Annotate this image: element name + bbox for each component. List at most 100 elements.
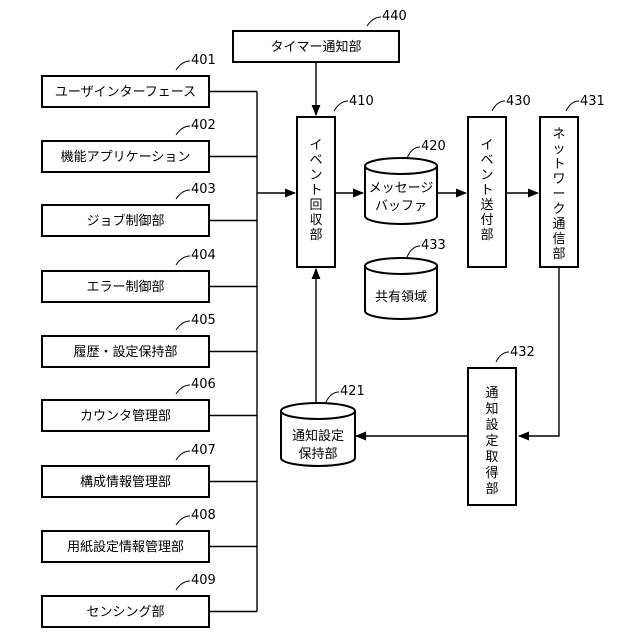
notification-setting-acquisition-unit: 通 知 設 定 取 得 部 432 xyxy=(468,345,535,505)
module-404: エラー制御部 404 xyxy=(42,248,216,302)
ref-number: 403 xyxy=(191,182,216,197)
leader-line xyxy=(176,190,190,199)
store-label-line-2: 保持部 xyxy=(298,447,337,462)
leader-line xyxy=(492,101,505,111)
vertical-label: 部 xyxy=(309,228,322,243)
vertical-label: ベ xyxy=(480,153,493,168)
vertical-label: 設 xyxy=(485,417,498,433)
cylinder-top xyxy=(365,258,437,274)
leader-line xyxy=(407,246,420,257)
store-label-line-1: 通知設定 xyxy=(292,428,344,444)
event-collection-unit: イ ベ ン ト 回 収 部 410 xyxy=(297,94,374,267)
leader-line xyxy=(407,147,420,158)
ref-number: 430 xyxy=(506,94,531,109)
module-403: ジョブ制御部 403 xyxy=(42,182,216,236)
vertical-label: 部 xyxy=(480,228,493,243)
module-label: センシング部 xyxy=(86,605,164,620)
vertical-label: 信 xyxy=(552,232,565,247)
vertical-label: ン xyxy=(309,168,322,183)
vertical-label: 通 xyxy=(552,217,565,232)
event-sending-unit: イ ベ ン ト 送 付 部 430 xyxy=(468,94,531,267)
leader-line xyxy=(176,126,190,135)
vertical-label: 通 xyxy=(485,386,498,401)
ref-number: 410 xyxy=(349,94,374,109)
buffer-label-line-1: メッセージ xyxy=(369,181,434,196)
leader-line xyxy=(496,352,509,362)
leader-line xyxy=(176,321,190,330)
vertical-label: ト xyxy=(309,183,322,198)
vertical-label: 送 xyxy=(480,198,493,213)
leader-line xyxy=(334,101,348,111)
leader-line xyxy=(176,451,190,460)
ref-number: 421 xyxy=(340,384,365,399)
cylinder-top xyxy=(281,403,355,419)
shared-area-label: 共有領域 xyxy=(375,289,427,305)
vertical-label: ン xyxy=(480,168,493,183)
module-label: ジョブ制御部 xyxy=(86,213,164,229)
module-label: 履歴・設定保持部 xyxy=(73,344,177,360)
leader-line xyxy=(176,256,190,265)
leader-line xyxy=(176,516,190,525)
network-communication-unit: ネ ッ ト ワ ー ク 通 信 部 431 xyxy=(540,94,605,267)
ref-number: 409 xyxy=(191,573,216,588)
leader-line xyxy=(326,392,339,402)
ref-number: 404 xyxy=(191,248,216,263)
message-buffer: メッセージ バッファ 420 xyxy=(365,139,446,224)
module-label: エラー制御部 xyxy=(86,280,164,295)
ref-number: 401 xyxy=(191,53,216,68)
ref-number: 406 xyxy=(191,377,216,392)
vertical-label: ー xyxy=(552,187,565,202)
ref-number: 420 xyxy=(421,139,446,154)
ref-number: 407 xyxy=(191,443,216,458)
leader-line xyxy=(176,385,190,394)
vertical-label: 定 xyxy=(485,434,498,449)
ref-number: 432 xyxy=(510,345,535,360)
module-label: カウンタ管理部 xyxy=(80,409,171,424)
vertical-label: ッ xyxy=(552,142,565,157)
vertical-label: 部 xyxy=(485,482,498,497)
vertical-label: ク xyxy=(552,202,565,217)
module-label: 用紙設定情報管理部 xyxy=(67,539,184,555)
vertical-label: 収 xyxy=(309,213,322,228)
vertical-label: ベ xyxy=(309,153,322,168)
timer-notification-unit: タイマー通知部 440 xyxy=(233,9,407,115)
vertical-label: ネ xyxy=(552,127,565,142)
module-409: センシング部 409 xyxy=(42,573,216,627)
vertical-label: 付 xyxy=(480,213,493,228)
buffer-label-line-2: バッファ xyxy=(375,199,427,214)
vertical-label: ワ xyxy=(552,172,565,187)
module-label: ユーザインターフェース xyxy=(55,85,196,100)
ref-number: 402 xyxy=(191,118,216,133)
leader-line xyxy=(367,17,381,26)
module-407: 構成情報管理部 407 xyxy=(42,443,216,497)
module-bus-connectors xyxy=(209,92,295,612)
timer-label: タイマー通知部 xyxy=(270,39,361,55)
ref-number: 440 xyxy=(382,9,407,24)
module-406: カウンタ管理部 406 xyxy=(42,377,216,431)
vertical-label: ト xyxy=(552,157,565,172)
module-401: ユーザインターフェース 401 xyxy=(42,53,216,107)
vertical-label: 回 xyxy=(309,198,322,213)
vertical-label: 取 xyxy=(485,450,498,465)
ref-number: 408 xyxy=(191,508,216,523)
module-label: 機能アプリケーション xyxy=(61,150,191,165)
vertical-label: イ xyxy=(309,138,322,153)
ref-number: 431 xyxy=(580,94,605,109)
cylinder-top xyxy=(365,158,437,174)
ref-number: 433 xyxy=(421,238,446,253)
module-402: 機能アプリケーション 402 xyxy=(42,118,216,172)
notification-setting-storage: 通知設定 保持部 421 xyxy=(281,384,365,466)
shared-area: 共有領域 433 xyxy=(365,238,446,319)
vertical-label: イ xyxy=(480,138,493,153)
vertical-label: 部 xyxy=(552,247,565,262)
module-label: 構成情報管理部 xyxy=(80,475,171,490)
leader-line xyxy=(176,581,190,590)
vertical-label: 知 xyxy=(485,401,498,417)
leader-line xyxy=(566,101,579,111)
vertical-label: ト xyxy=(480,183,493,198)
module-405: 履歴・設定保持部 405 xyxy=(42,313,216,367)
ref-number: 405 xyxy=(191,313,216,328)
module-408: 用紙設定情報管理部 408 xyxy=(42,508,216,562)
leader-line xyxy=(176,61,190,70)
